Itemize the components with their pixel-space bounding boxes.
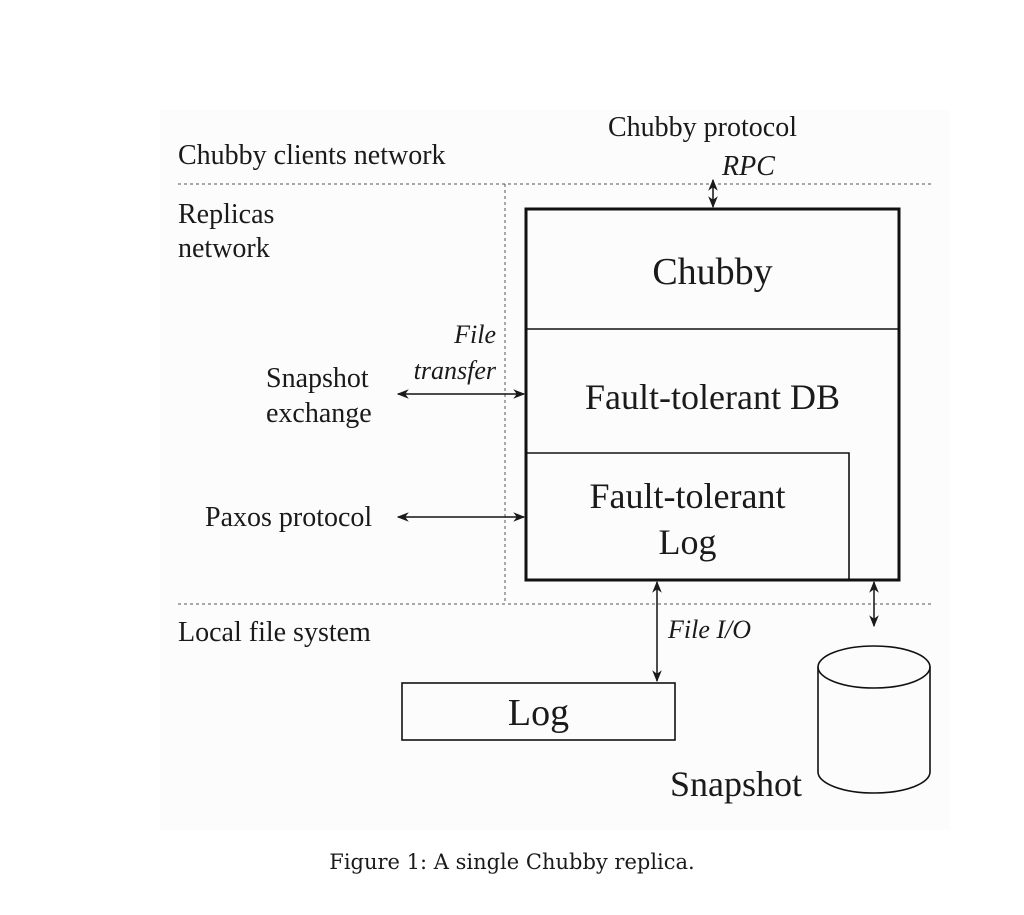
replica-box xyxy=(524,207,901,582)
fault-tolerant-log-box xyxy=(526,452,850,580)
replicas-network-label-line2: network xyxy=(178,233,270,264)
paxos-protocol-label: Paxos protocol xyxy=(205,502,373,533)
replicas-network-label-line1: Replicas xyxy=(178,199,275,230)
rpc-label: RPC xyxy=(722,151,775,182)
clients-network-label: Chubby clients network xyxy=(178,140,446,171)
local-file-system-label: Local file system xyxy=(178,617,371,648)
file-io-label: File I/O xyxy=(668,615,752,644)
chubby-layer-label: Chubby xyxy=(652,251,773,293)
file-transfer-label-line1: File xyxy=(454,320,496,349)
fault-tolerant-log-label-line1: Fault-tolerant xyxy=(589,476,786,516)
snapshot-cylinder xyxy=(817,645,931,794)
chubby-protocol-label: Chubby protocol xyxy=(608,112,797,143)
snapshot-storage-label: Snapshot xyxy=(670,764,803,804)
snapshot-exchange-label-line1: Snapshot xyxy=(266,363,369,394)
file-transfer-label-line2: transfer xyxy=(413,356,496,385)
figure-caption: Figure 1: A single Chubby replica. xyxy=(329,850,695,874)
log-storage-box xyxy=(401,682,676,741)
fault-tolerant-db-label: Fault-tolerant DB xyxy=(585,377,840,417)
snapshot-exchange-label-line2: exchange xyxy=(266,398,372,429)
fault-tolerant-log-label-line2: Log xyxy=(658,522,717,562)
log-storage-label: Log xyxy=(507,692,570,734)
